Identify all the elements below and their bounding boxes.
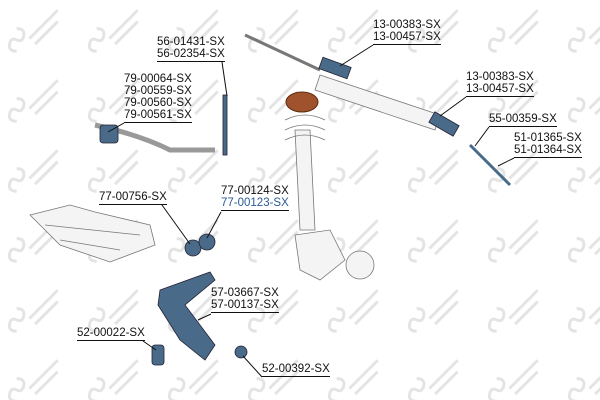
label-ball-joint-inner[interactable]: 52-00022-SX — [77, 327, 145, 341]
strut-mount — [285, 91, 319, 113]
steering-knuckle — [294, 229, 346, 281]
part-number: 13-00457-SX — [466, 83, 534, 95]
control-arm — [157, 271, 216, 361]
label-tie-rod-end[interactable]: 51-01365-SX 51-01364-SX — [514, 132, 582, 158]
stabilizer-link — [222, 94, 228, 156]
label-arm-bushing-front[interactable]: 77-00756-SX — [99, 191, 167, 205]
spring — [284, 114, 326, 141]
steering-rack — [314, 74, 441, 131]
stabilizer-bushing — [99, 124, 119, 144]
label-stabilizer-bushing[interactable]: 79-00064-SX 79-00559-SX 79-00560-SX 79-0… — [124, 73, 192, 123]
boot-right — [428, 111, 460, 137]
tie-rod-right — [468, 143, 512, 187]
part-number: 51-01364-SX — [514, 144, 582, 156]
part-number: 79-00559-SX — [124, 85, 192, 97]
part-number: 55-00359-SX — [489, 113, 557, 125]
part-number: 51-01365-SX — [514, 132, 582, 144]
part-number: 52-00022-SX — [77, 327, 145, 339]
label-stabilizer-link[interactable]: 56-01431-SX 56-02354-SX — [157, 36, 225, 62]
part-number-highlighted: 77-00123-SX — [221, 197, 289, 209]
label-arm-bushing-rear[interactable]: 77-00124-SX 77-00123-SX — [221, 185, 289, 211]
strut — [294, 129, 316, 231]
part-number: 52-00392-SX — [262, 363, 330, 375]
label-steering-boot-left[interactable]: 13-00383-SX 13-00457-SX — [373, 19, 441, 45]
boot-left — [318, 56, 352, 80]
arm-bushing-rear — [198, 233, 216, 251]
label-ball-joint-outer[interactable]: 52-00392-SX — [262, 363, 330, 377]
part-number: 77-00756-SX — [99, 191, 167, 203]
label-axial-joint[interactable]: 55-00359-SX — [489, 113, 557, 127]
part-number: 13-00457-SX — [373, 31, 441, 43]
part-number: 79-00561-SX — [124, 109, 192, 121]
part-number: 77-00124-SX — [221, 185, 289, 197]
label-steering-boot-right[interactable]: 13-00383-SX 13-00457-SX — [466, 71, 534, 97]
ball-joint-inner — [151, 344, 165, 366]
tie-rod-left — [244, 33, 321, 72]
part-number: 13-00383-SX — [373, 19, 441, 31]
part-number: 13-00383-SX — [466, 71, 534, 83]
part-number: 57-03667-SX — [211, 287, 279, 299]
wheel-hub — [345, 250, 375, 280]
part-number: 56-01431-SX — [157, 36, 225, 48]
part-number: 57-00137-SX — [211, 299, 279, 311]
ball-joint-outer — [234, 345, 248, 359]
part-number: 79-00560-SX — [124, 97, 192, 109]
part-number: 79-00064-SX — [124, 73, 192, 85]
leader-lines — [107, 44, 515, 378]
arm-bushing-front — [184, 239, 202, 257]
label-control-arm[interactable]: 57-03667-SX 57-00137-SX — [211, 287, 279, 313]
part-number: 56-02354-SX — [157, 48, 225, 60]
subframe — [29, 204, 156, 263]
